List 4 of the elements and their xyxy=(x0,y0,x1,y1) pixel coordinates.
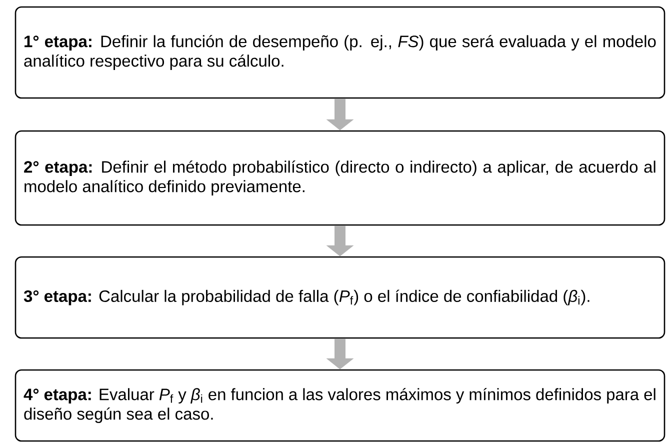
step-box: 1° etapa: Definir la función de desempeño (p. ej., FS) que será evaluada y el modelo analítico respectivo para su cálculo. xyxy=(14,6,666,99)
step-box: 3° etapa: Calcular la probabilidad de falla (P$_{f}$) o el índice de confiabilidad (β$_{i}$). xyxy=(14,256,666,339)
step-box: 4° etapa: Evaluar P$_{f}$ y β$_{i}$ en funcion a las valores máximos y mínimos definidos para el diseño según sea el caso. xyxy=(14,369,666,442)
step-box: 2° etapa: Definir el método probabilístico (directo o indirecto) a aplicar, de acuerdo al modelo analítico definido previamente. xyxy=(14,130,666,226)
